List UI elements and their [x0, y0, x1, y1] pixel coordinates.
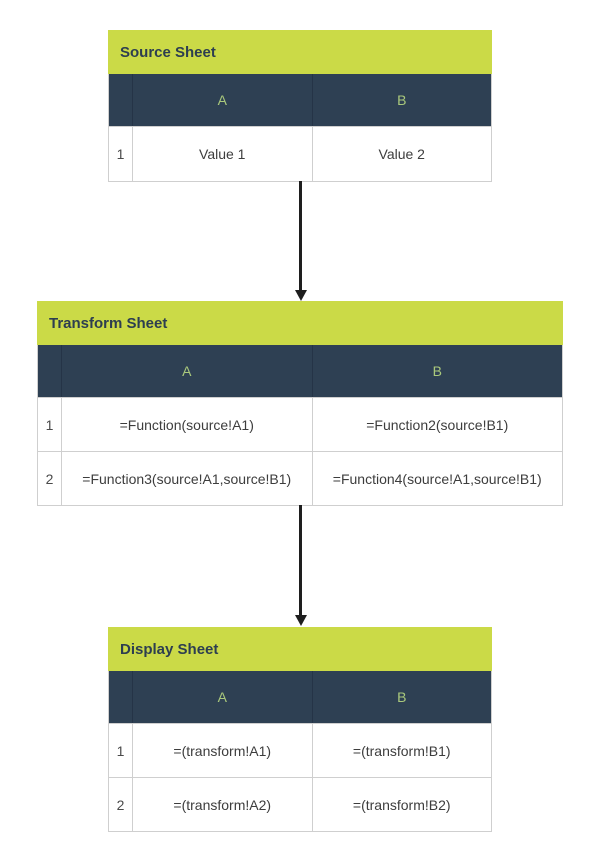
column-header-b: B [311, 74, 491, 126]
row-number: 2 [109, 777, 132, 831]
source-sheet-title: Source Sheet [108, 30, 492, 74]
cell-a2: =(transform!A2) [132, 777, 312, 831]
column-header-b: B [311, 345, 562, 397]
cell-b1: =(transform!B1) [311, 723, 491, 777]
down-arrow-icon [299, 181, 302, 290]
column-header-a: A [61, 345, 312, 397]
display-sheet-table: Display Sheet A B 1 =(transform!A1) =(tr… [108, 627, 492, 832]
cell-b2: =Function4(source!A1,source!B1) [311, 451, 562, 505]
cell-b1: Value 2 [311, 126, 491, 181]
cell-b1: =Function2(source!B1) [311, 397, 562, 451]
corner-cell [109, 74, 132, 126]
down-arrow-icon [299, 505, 302, 615]
cell-b2: =(transform!B2) [311, 777, 491, 831]
transform-sheet-title: Transform Sheet [37, 301, 563, 345]
display-sheet-title: Display Sheet [108, 627, 492, 671]
column-header-b: B [311, 671, 491, 723]
column-header-a: A [132, 671, 312, 723]
row-number: 1 [38, 397, 61, 451]
transform-sheet-grid: A B 1 =Function(source!A1) =Function2(so… [37, 345, 563, 506]
source-sheet-table: Source Sheet A B 1 Value 1 Value 2 [108, 30, 492, 182]
row-number: 1 [109, 126, 132, 181]
corner-cell [38, 345, 61, 397]
row-number: 2 [38, 451, 61, 505]
source-sheet-grid: A B 1 Value 1 Value 2 [108, 74, 492, 182]
cell-a1: Value 1 [132, 126, 312, 181]
column-header-a: A [132, 74, 312, 126]
corner-cell [109, 671, 132, 723]
transform-sheet-table: Transform Sheet A B 1 =Function(source!A… [37, 301, 563, 506]
cell-a1: =Function(source!A1) [61, 397, 312, 451]
row-number: 1 [109, 723, 132, 777]
display-sheet-grid: A B 1 =(transform!A1) =(transform!B1) 2 … [108, 671, 492, 832]
cell-a2: =Function3(source!A1,source!B1) [61, 451, 312, 505]
cell-a1: =(transform!A1) [132, 723, 312, 777]
